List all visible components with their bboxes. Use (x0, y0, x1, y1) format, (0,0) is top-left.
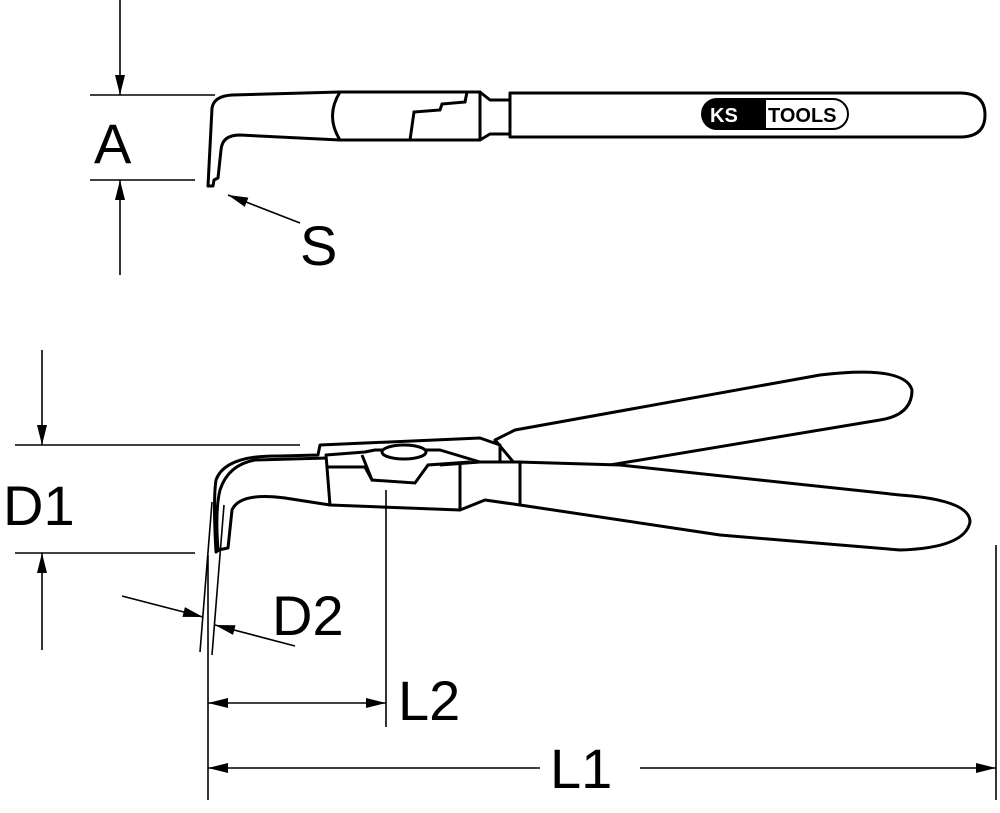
label-l1: L1 (550, 737, 612, 800)
dimension-l2: L2 (207, 490, 460, 800)
dimension-a: A (90, 0, 215, 275)
dimension-d2: D2 (121, 501, 344, 656)
side-view-pliers (213, 370, 972, 554)
label-d1: D1 (3, 474, 75, 537)
pivot-rivet (380, 443, 428, 461)
top-joint (331, 90, 482, 142)
upper-handle (493, 370, 914, 472)
joint-box (324, 448, 522, 512)
label-s: S (300, 214, 337, 277)
label-d2: D2 (272, 584, 344, 647)
ks-tools-logo: KS TOOLS (701, 98, 849, 130)
dimension-d1: D1 (3, 350, 300, 650)
label-l2: L2 (398, 669, 460, 732)
top-view-pliers: KS TOOLS (206, 90, 987, 188)
lower-handle (516, 460, 972, 552)
svg-text:KS: KS (710, 105, 738, 127)
dimension-l1: L1 (208, 545, 997, 800)
dimension-s: S (227, 194, 337, 277)
svg-text:TOOLS: TOOLS (768, 105, 837, 127)
jaw-lower (215, 456, 332, 552)
label-a: A (94, 112, 132, 175)
